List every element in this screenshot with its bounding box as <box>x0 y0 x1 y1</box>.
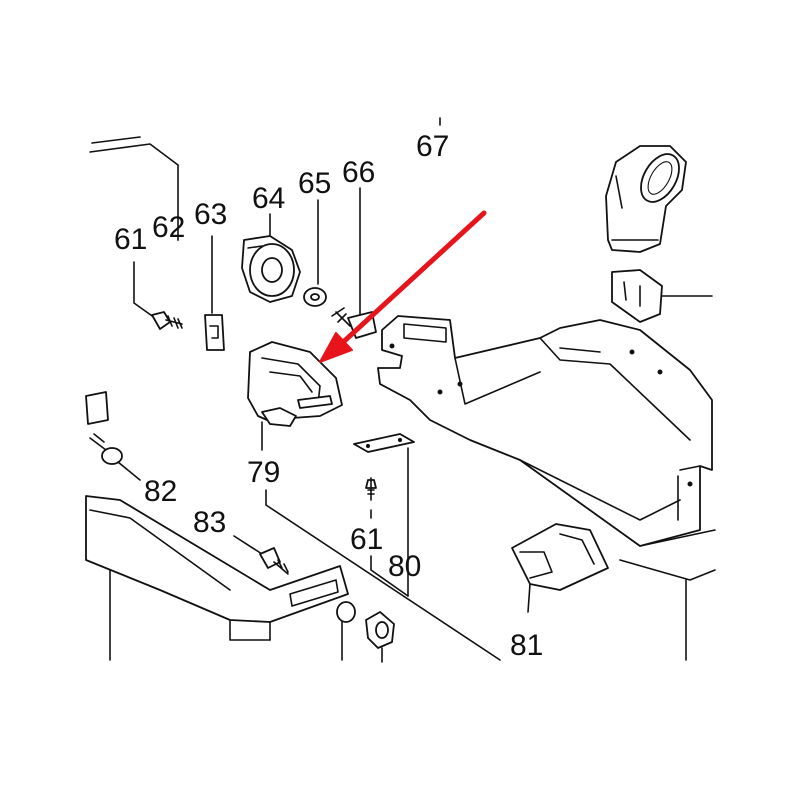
small-nut <box>365 611 395 663</box>
elbow-pipe <box>605 145 687 253</box>
screw-61-upper <box>133 261 183 330</box>
part-labels: 61 62 63 64 65 66 67 79 82 83 61 80 81 <box>114 130 543 662</box>
label-67: 67 <box>416 130 449 163</box>
label-80: 80 <box>388 550 421 583</box>
label-81: 81 <box>510 629 543 662</box>
highlight-arrow <box>319 210 487 363</box>
label-83: 83 <box>193 506 226 539</box>
small-cap <box>336 601 356 661</box>
main-chassis-frame <box>377 315 716 661</box>
label-62: 62 <box>152 211 185 244</box>
clip-63 <box>204 235 225 351</box>
label-63: 63 <box>194 198 227 231</box>
screw-82 <box>89 433 141 481</box>
washer-65 <box>303 199 327 307</box>
screw-61-lower <box>365 477 409 597</box>
screw-83 <box>233 535 289 575</box>
label-61-lower: 61 <box>350 523 383 556</box>
clip-right <box>611 269 713 323</box>
top-left-rail <box>89 136 179 241</box>
bottom-rail <box>85 495 349 661</box>
label-61-upper: 61 <box>114 223 147 256</box>
left-block <box>85 391 109 425</box>
label-64: 64 <box>252 182 285 215</box>
knob-64 <box>241 213 301 303</box>
plate-80 <box>353 433 415 597</box>
label-82: 82 <box>144 475 177 508</box>
leader-79 <box>265 489 501 661</box>
label-66: 66 <box>342 156 375 189</box>
label-65: 65 <box>298 167 331 200</box>
bracket-79 <box>247 341 343 451</box>
bracket-81 <box>511 523 609 613</box>
label-79: 79 <box>247 456 280 489</box>
